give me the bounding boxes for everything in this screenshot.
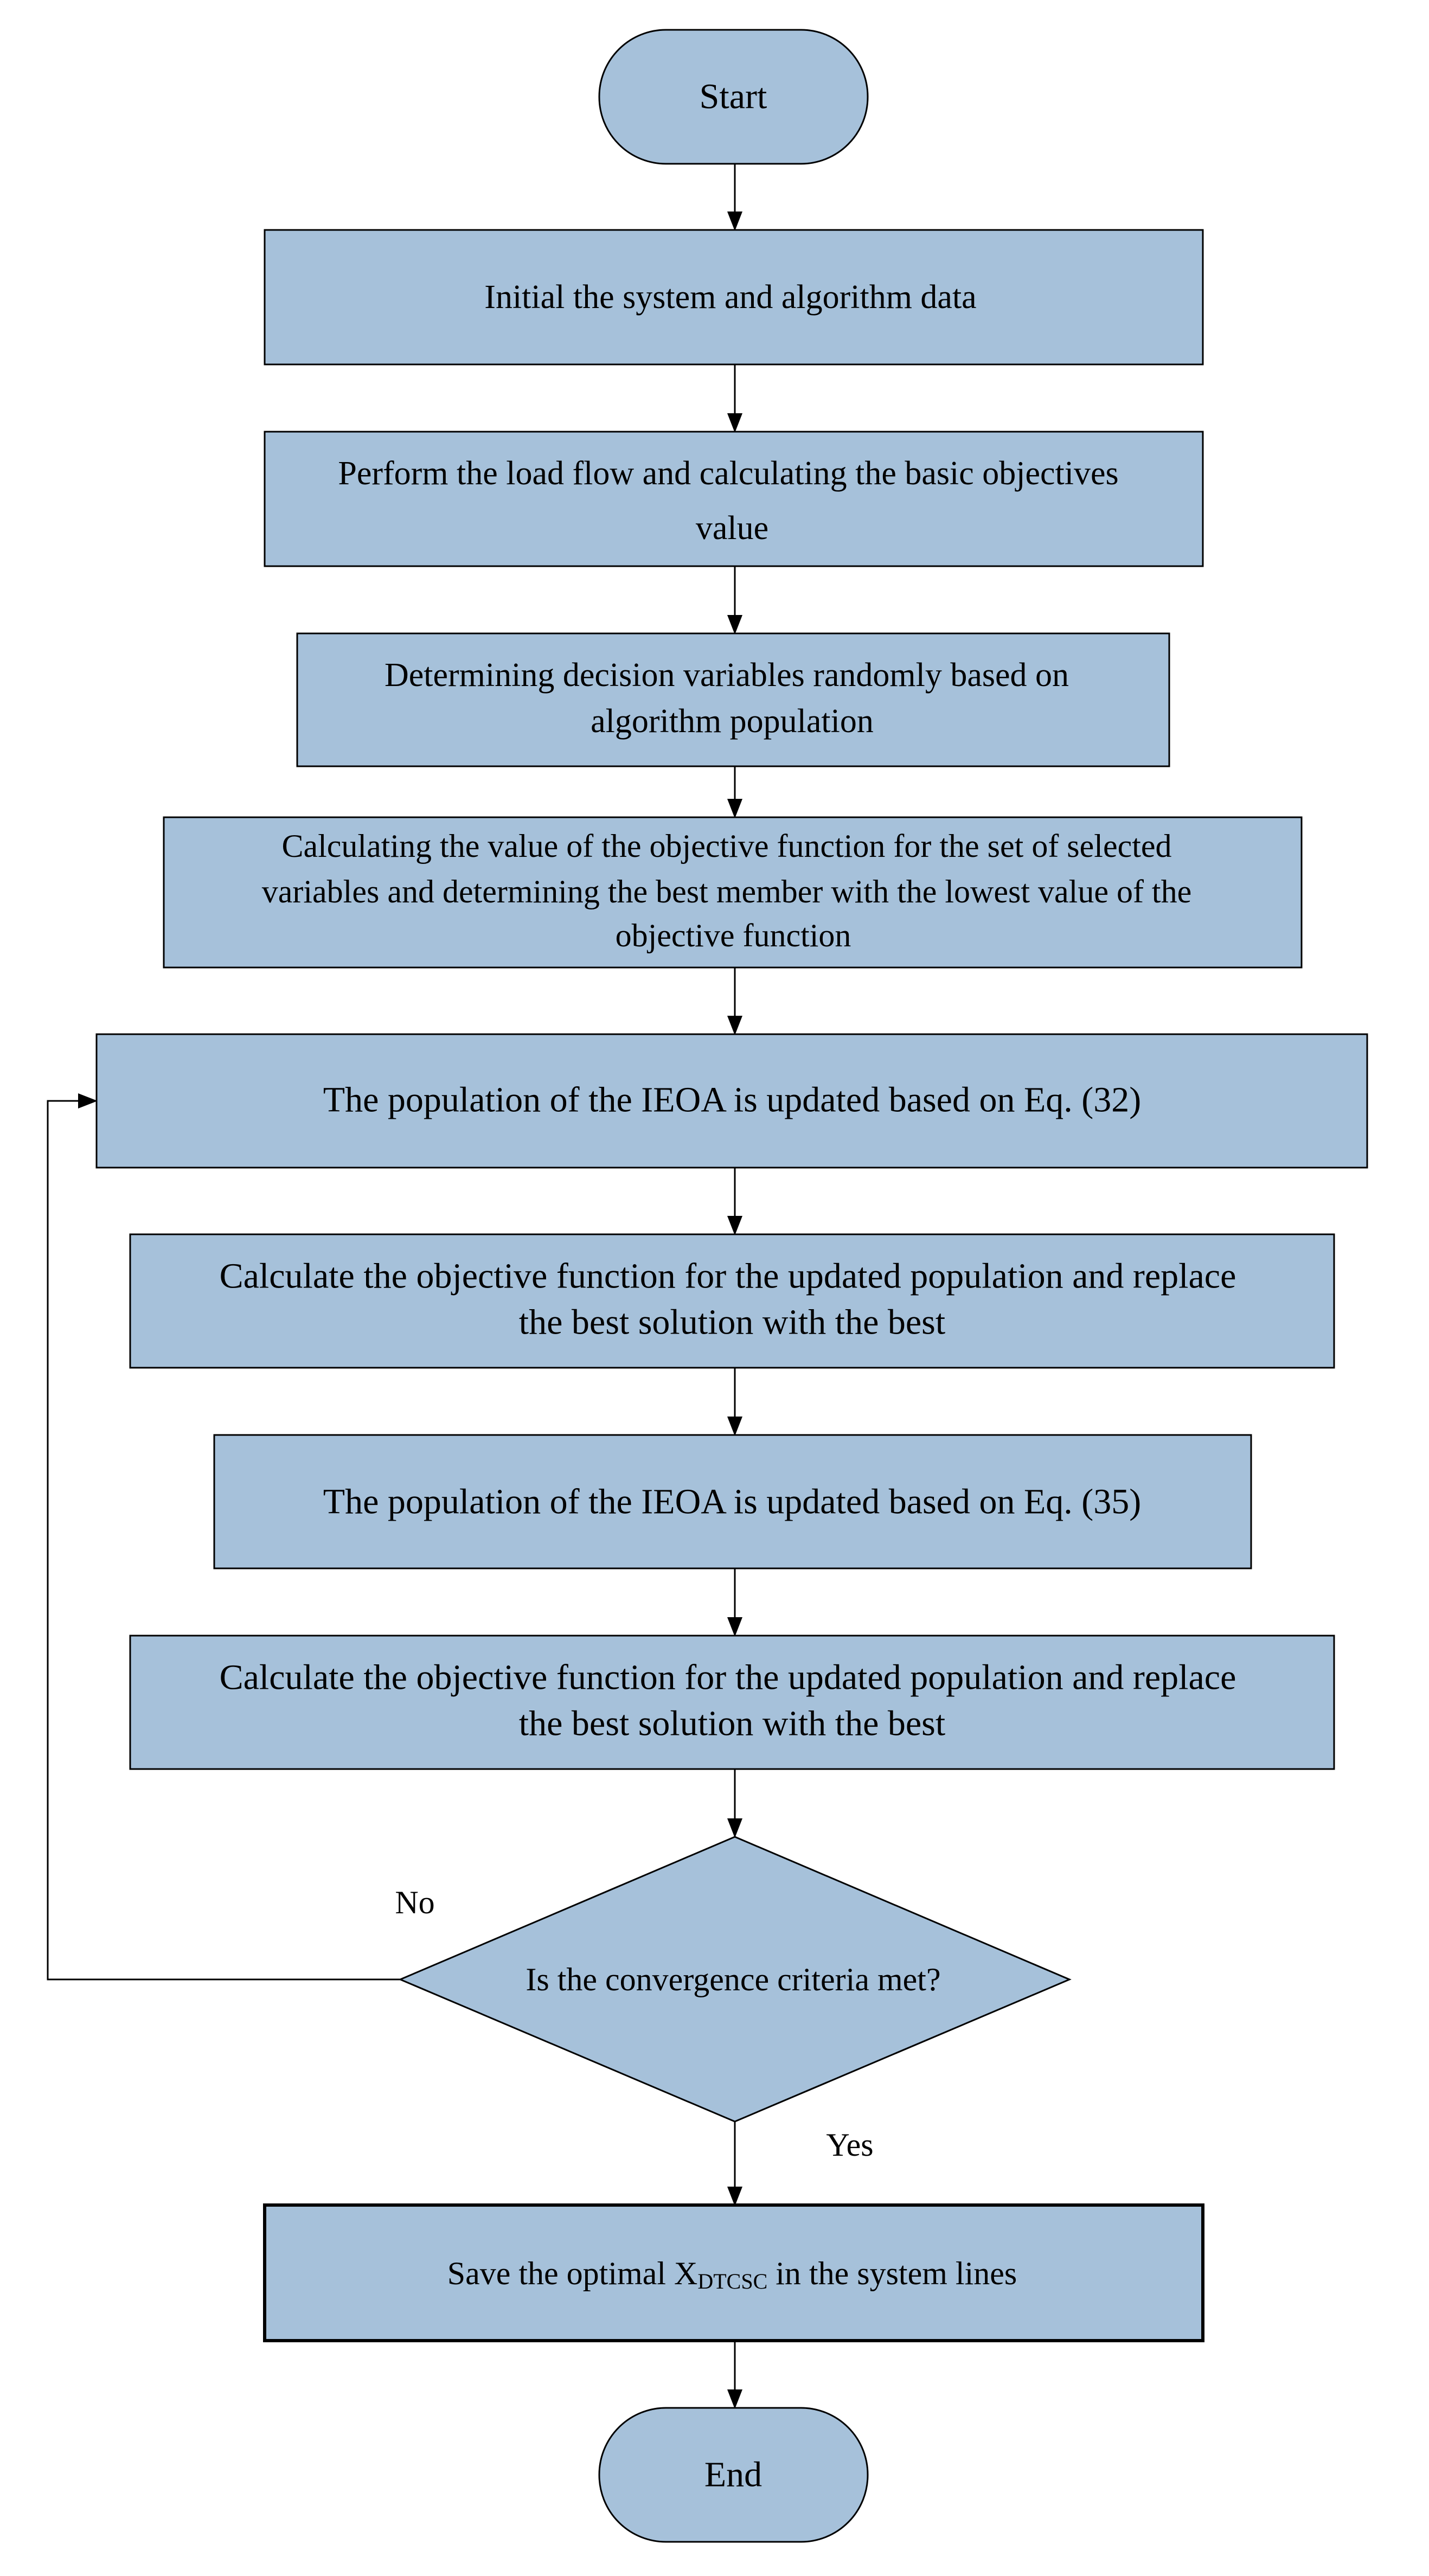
- step-update-eq32: The population of the IEOA is updated ba…: [95, 1033, 1368, 1169]
- step-decision-variables: Determining decision variables randomly …: [296, 632, 1170, 767]
- step-calc2-line-2: the best solution with the best: [519, 1704, 945, 1744]
- step-update35-line-1: The population of the IEOA is updated ba…: [323, 1482, 1142, 1522]
- step-calc-2: Calculate the objective function for the…: [129, 1635, 1335, 1770]
- connectors: [47, 164, 742, 2409]
- step-objective-line-2: variables and determining the best membe…: [262, 874, 1191, 909]
- step-objective-line-3: objective function: [616, 918, 851, 953]
- yes-label: Yes: [826, 2127, 873, 2163]
- step-calc1-line-1: Calculate the objective function for the…: [220, 1257, 1236, 1296]
- save-label: Save the optimal XDTCSC in the system li…: [447, 2255, 1017, 2293]
- save-prefix: Save the optimal X: [447, 2255, 698, 2291]
- step-update-eq35: The population of the IEOA is updated ba…: [213, 1434, 1252, 1569]
- step-calc1-line-2: the best solution with the best: [519, 1303, 945, 1342]
- step-init-line-1: Initial the system and algorithm data: [484, 279, 976, 316]
- no-label: No: [395, 1885, 434, 1920]
- end-label: End: [704, 2455, 762, 2495]
- convergence-decision: Is the convergence criteria met?: [398, 1836, 1072, 2123]
- step-objective-line-1: Calculating the value of the objective f…: [281, 828, 1171, 864]
- step-objective: Calculating the value of the objective f…: [163, 816, 1303, 969]
- arrow-convergence-no-loop: [47, 1093, 400, 1981]
- step-update32-line-1: The population of the IEOA is updated ba…: [323, 1080, 1142, 1120]
- step-calc-1: Calculate the objective function for the…: [129, 1233, 1335, 1369]
- step-loadflow: Perform the load flow and calculating th…: [264, 431, 1204, 567]
- start-label: Start: [700, 77, 767, 117]
- save-subscript: DTCSC: [697, 2269, 767, 2293]
- start-terminator: Start: [598, 29, 869, 165]
- step-init: Initial the system and algorithm data: [264, 229, 1204, 366]
- step-decision-line-2: algorithm population: [591, 703, 874, 740]
- save-suffix: in the system lines: [767, 2255, 1017, 2291]
- end-terminator: End: [598, 2407, 869, 2543]
- step-loadflow-line-2: value: [696, 510, 768, 547]
- convergence-question: Is the convergence criteria met?: [526, 1962, 940, 1997]
- step-save: Save the optimal XDTCSC in the system li…: [263, 2203, 1204, 2342]
- step-loadflow-line-1: Perform the load flow and calculating th…: [338, 455, 1118, 492]
- step-calc2-line-1: Calculate the objective function for the…: [220, 1658, 1236, 1697]
- step-decision-line-1: Determining decision variables randomly …: [385, 657, 1069, 694]
